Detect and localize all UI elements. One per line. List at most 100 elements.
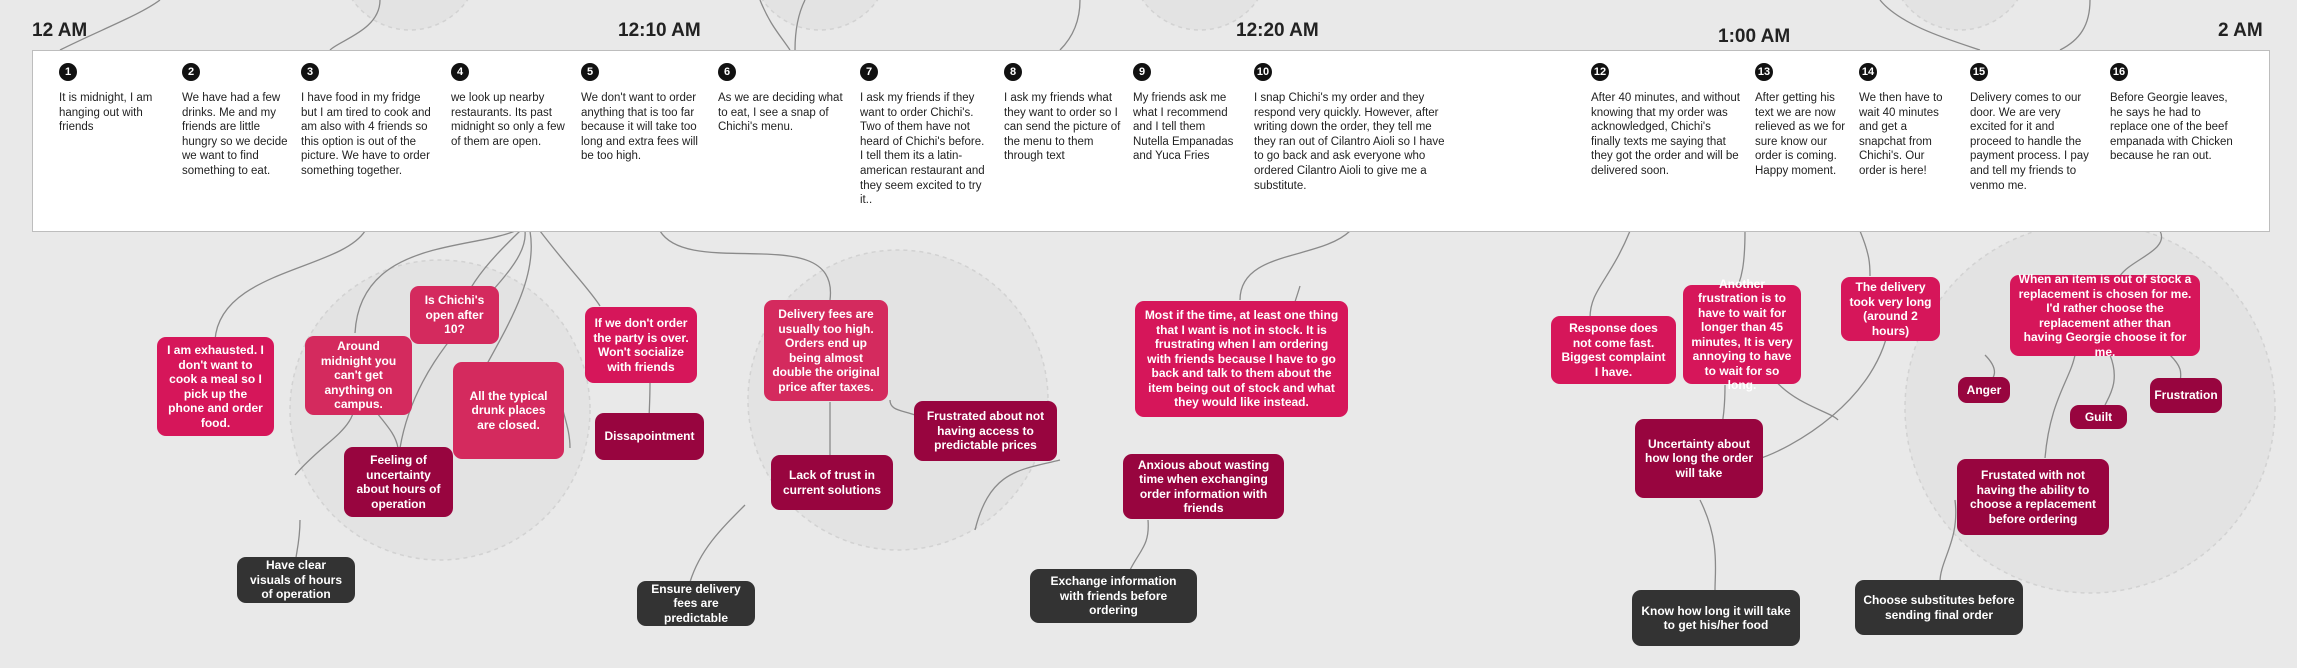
step-number-badge: 1 [59, 63, 77, 81]
connector [59, 0, 161, 51]
opportunity-card: Ensure delivery fees are predictable [637, 581, 755, 626]
connector [759, 0, 791, 51]
step-text: Delivery comes to our door. We are very … [1970, 92, 2089, 192]
step-number-badge: 3 [301, 63, 319, 81]
emotion-card: Frustration [2150, 378, 2222, 413]
cluster-circle [1901, 0, 2019, 31]
journey-step: 9 My friends ask me what I recommend and… [1133, 63, 1243, 164]
connector [1589, 230, 1631, 319]
emotion-card: Frustrated about not having access to pr… [914, 401, 1057, 461]
emotion-card: If we don't order the party is over. Won… [585, 307, 697, 383]
step-text: It is midnight, I am hanging out with fr… [59, 92, 153, 134]
connector [354, 230, 516, 334]
journey-steps-strip: 1 It is midnight, I am hanging out with … [32, 50, 2270, 232]
step-text: I ask my friends if they want to order C… [860, 92, 985, 207]
emotion-card: Frustated with not having the ability to… [1957, 459, 2109, 535]
emotion-card: Is Chichi's open after 10? [410, 286, 499, 344]
connector [889, 399, 916, 416]
step-number-badge: 16 [2110, 63, 2128, 81]
step-text: we look up nearby restaurants. Its past … [451, 92, 565, 148]
connector [2059, 0, 2091, 51]
journey-step: 2 We have had a few drinks. Me and my fr… [182, 63, 290, 179]
opportunity-card: Exchange information with friends before… [1030, 569, 1197, 623]
step-text: Before Georgie leaves, he says he had to… [2110, 92, 2233, 163]
connector [539, 230, 601, 307]
emotion-card: Response does not come fast. Biggest com… [1551, 316, 1676, 384]
step-number-badge: 7 [860, 63, 878, 81]
timeline-label: 1:00 AM [1718, 26, 1791, 47]
step-text: We have had a few drinks. Me and my frie… [182, 92, 288, 177]
emotion-card: When an item is out of stock a replaceme… [2010, 272, 2200, 359]
step-text: After 40 minutes, and without knowing th… [1591, 92, 1740, 177]
step-number-badge: 12 [1591, 63, 1609, 81]
step-number-badge: 13 [1755, 63, 1773, 81]
emotion-card: Feeling of uncertainty about hours of op… [344, 447, 453, 517]
step-number-badge: 10 [1254, 63, 1272, 81]
step-text: As we are deciding what to eat, I see a … [718, 92, 843, 134]
connector [1239, 230, 1351, 301]
journey-step: 15 Delivery comes to our door. We are ve… [1970, 63, 2094, 193]
connector [689, 504, 746, 583]
opportunity-card: Choose substitutes before sending final … [1855, 580, 2023, 635]
journey-step: 4 we look up nearby restaurants. Its pas… [451, 63, 575, 149]
step-text: I ask my friends what they want to order… [1004, 92, 1121, 163]
connector [1129, 519, 1149, 571]
journey-step: 7 I ask my friends if they want to order… [860, 63, 986, 208]
step-number-badge: 15 [1970, 63, 1988, 81]
emotion-card: Uncertainty about how long the order wil… [1635, 419, 1763, 498]
emotion-card: Guilt [2070, 405, 2127, 429]
emotion-card: Dissapointment [595, 413, 704, 460]
connector [974, 459, 1061, 531]
timeline-label: 12 AM [32, 20, 88, 41]
emotion-card: Most if the time, at least one thing tha… [1135, 301, 1348, 417]
emotion-card: The delivery took very long (around 2 ho… [1841, 277, 1940, 341]
opportunity-card: Have clear visuals of hours of operation [237, 557, 355, 603]
connector [329, 0, 381, 51]
step-text: I snap Chichi's my order and they respon… [1254, 92, 1445, 192]
opportunity-card: Know how long it will take to get his/he… [1632, 590, 1800, 646]
step-text: After getting his text we are now reliev… [1755, 92, 1846, 177]
connector [1859, 230, 1871, 277]
connector [295, 519, 301, 559]
timeline-label: 2 AM [2218, 20, 2263, 41]
connector [1939, 499, 1957, 583]
journey-step: 1 It is midnight, I am hanging out with … [59, 63, 165, 135]
journey-step: 8 I ask my friends what they want to ord… [1004, 63, 1124, 164]
journey-step: 13 After getting his text we are now rel… [1755, 63, 1849, 179]
connector [2044, 354, 2076, 459]
cluster-circle [1141, 0, 1259, 31]
connector [1699, 499, 1717, 591]
journey-step: 16 Before Georgie leaves, he says he had… [2110, 63, 2238, 164]
emotion-card: Delivery fees are usually too high. Orde… [764, 300, 888, 401]
step-text: My friends ask me what I recommend and I… [1133, 92, 1234, 163]
step-number-badge: 5 [581, 63, 599, 81]
cluster-circle [761, 0, 879, 31]
step-text: I have food in my fridge but I am tired … [301, 92, 431, 177]
journey-step: 6 As we are deciding what to eat, I see … [718, 63, 846, 135]
connector [1879, 0, 1981, 51]
connector [2104, 354, 2115, 406]
connector [1059, 0, 1081, 51]
emotion-card: Anxious about wasting time when exchangi… [1123, 454, 1284, 519]
connector [1737, 230, 1746, 287]
step-number-badge: 14 [1859, 63, 1877, 81]
step-text: We then have to wait 40 minutes and get … [1859, 92, 1943, 177]
step-number-badge: 2 [182, 63, 200, 81]
step-number-badge: 6 [718, 63, 736, 81]
connector [1754, 319, 1891, 461]
emotion-card: Around midnight you can't get anything o… [305, 336, 412, 415]
connector [214, 230, 366, 341]
step-number-badge: 9 [1133, 63, 1151, 81]
emotion-card: All the typical drunk places are closed. [453, 362, 564, 459]
timeline-label: 12:10 AM [618, 20, 701, 41]
connector [794, 0, 806, 51]
journey-step: 12 After 40 minutes, and without knowing… [1591, 63, 1741, 179]
journey-step: 14 We then have to wait 40 minutes and g… [1859, 63, 1953, 179]
step-text: We don't want to order anything that is … [581, 92, 698, 163]
step-number-badge: 4 [451, 63, 469, 81]
timeline-label: 12:20 AM [1236, 20, 1319, 41]
step-number-badge: 8 [1004, 63, 1022, 81]
emotion-card: Another frustration is to have to wait f… [1683, 277, 1801, 392]
connector [2119, 230, 2163, 277]
journey-step: 3 I have food in my fridge but I am tire… [301, 63, 437, 179]
